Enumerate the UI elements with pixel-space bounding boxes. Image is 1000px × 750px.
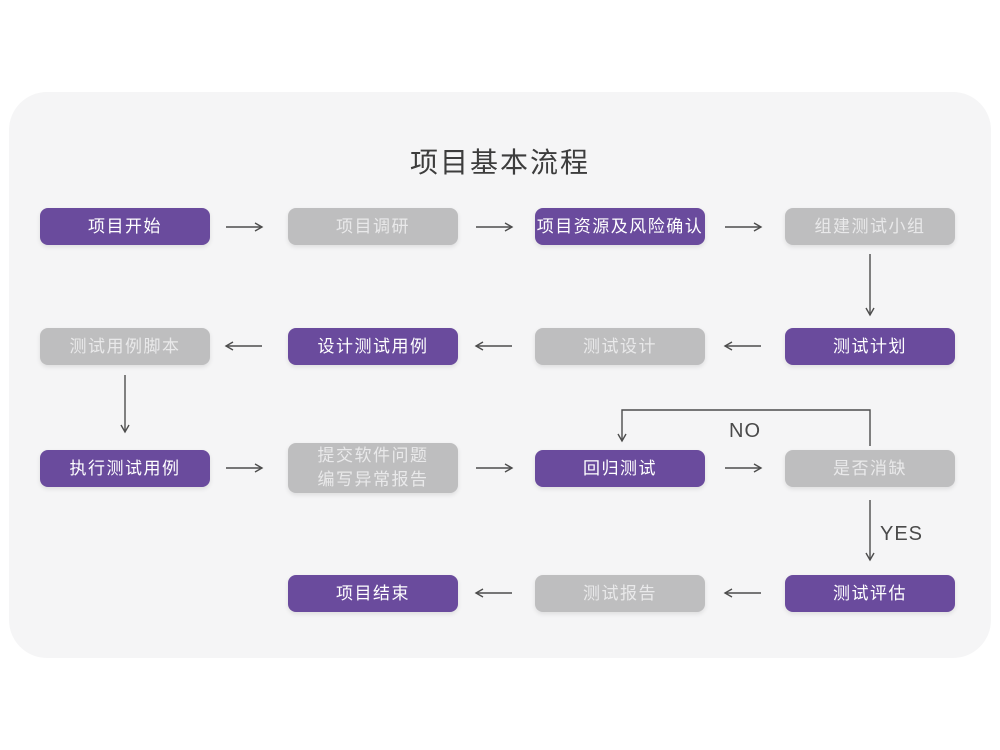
node-project-end: 项目结束 (288, 575, 458, 612)
node-project-resources-risk: 项目资源及风险确认 (535, 208, 705, 245)
node-test-evaluation: 测试评估 (785, 575, 955, 612)
node-design-test-cases: 设计测试用例 (288, 328, 458, 365)
node-regression-test: 回归测试 (535, 450, 705, 487)
node-submit-issues-report: 提交软件问题 编写异常报告 (288, 443, 458, 493)
node-build-test-team: 组建测试小组 (785, 208, 955, 245)
node-defect-cleared: 是否消缺 (785, 450, 955, 487)
node-project-research: 项目调研 (288, 208, 458, 245)
node-test-report: 测试报告 (535, 575, 705, 612)
diagram-title: 项目基本流程 (409, 147, 590, 178)
node-execute-test-cases: 执行测试用例 (40, 450, 210, 487)
node-project-start: 项目开始 (40, 208, 210, 245)
node-test-case-script: 测试用例脚本 (40, 328, 210, 365)
node-test-design: 测试设计 (535, 328, 705, 365)
node-test-plan: 测试计划 (785, 328, 955, 365)
diagram-card-background (9, 92, 991, 658)
